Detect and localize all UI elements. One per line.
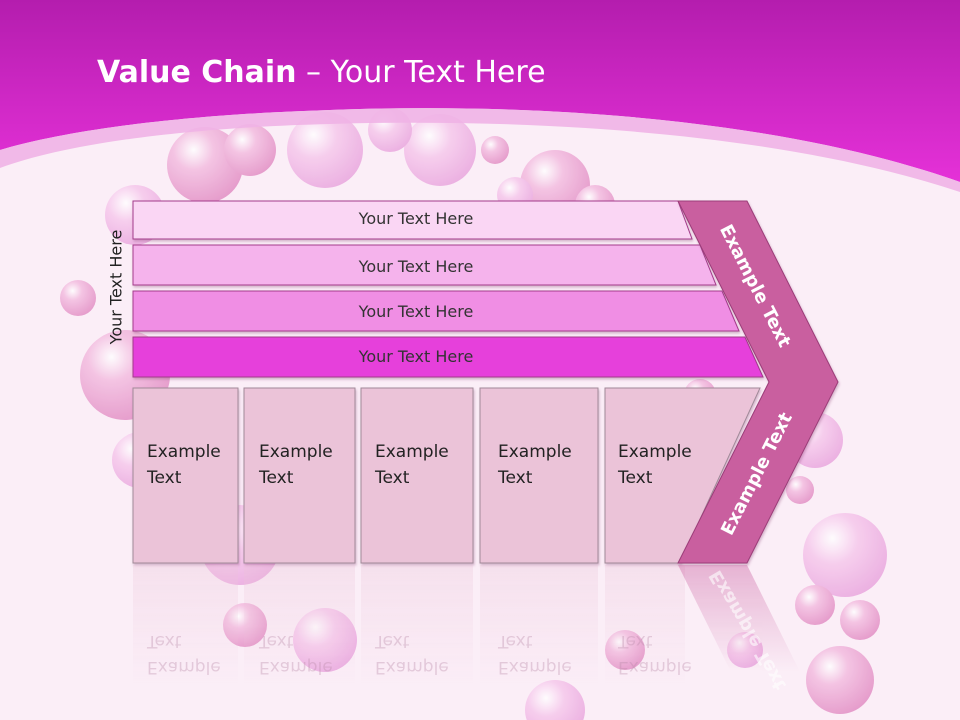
- box-text-line2: Text: [147, 468, 182, 488]
- primary-box-2: [243, 387, 356, 564]
- reflection-line: Text: [375, 631, 410, 651]
- box-text-line1: Example: [498, 442, 572, 462]
- reflection-line: Text: [259, 631, 294, 651]
- reflection-line: Text: [618, 631, 653, 651]
- title-rest: – Your Text Here: [296, 55, 546, 90]
- primary-box-4: [479, 387, 599, 564]
- box-text-line2: Text: [498, 468, 533, 488]
- box-text-line1: Example: [375, 442, 449, 462]
- reflection-line: Text: [498, 631, 533, 651]
- title-bold: Value Chain: [97, 55, 297, 90]
- reflection-line: Example: [498, 657, 572, 677]
- reflection-text: Example Text: [498, 628, 598, 680]
- box-text-line1: Example: [147, 442, 221, 462]
- box-text-line1: Example: [618, 442, 692, 462]
- reflection-line: Text: [147, 631, 182, 651]
- reflection-text: Example Text: [618, 628, 718, 680]
- support-bar-1: [132, 200, 693, 240]
- support-bar-3-label: Your Text Here: [358, 302, 474, 321]
- support-bar-3: [132, 290, 740, 332]
- box-text-line1: Example: [259, 442, 333, 462]
- support-bar-2-label: Your Text Here: [358, 257, 474, 276]
- support-bar-1-label: Your Text Here: [358, 209, 474, 228]
- reflection-line: Example: [259, 657, 333, 677]
- reflection-line: Example: [375, 657, 449, 677]
- reflection-text: Example Text: [147, 628, 247, 680]
- reflection-line: Example: [147, 657, 221, 677]
- reflection-text: Example Text: [375, 628, 475, 680]
- primary-box-3: [360, 387, 474, 564]
- reflection-line: Example: [618, 657, 692, 677]
- primary-box-1: [132, 387, 239, 564]
- support-bar-2: [132, 244, 717, 286]
- reflection: [133, 565, 800, 685]
- support-bar-4: [132, 336, 764, 378]
- reflection-text: Example Text: [259, 628, 359, 680]
- slide-title: Value Chain – Your Text Here: [97, 55, 546, 90]
- box-text-line2: Text: [375, 468, 410, 488]
- support-bar-4-label: Your Text Here: [358, 347, 474, 366]
- margin-chevron: [677, 200, 839, 564]
- box-text-line2: Text: [259, 468, 294, 488]
- box-text-line2: Text: [618, 468, 653, 488]
